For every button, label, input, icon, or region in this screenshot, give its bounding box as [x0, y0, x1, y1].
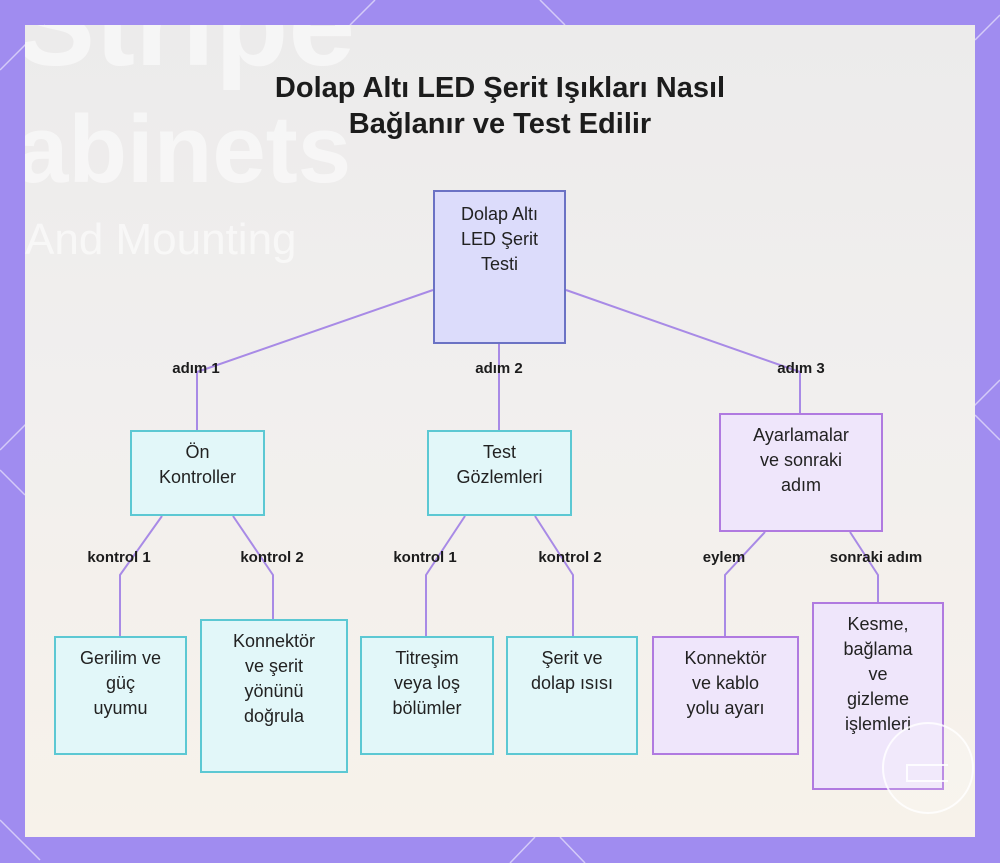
- edge-label-action: eylem: [702, 549, 746, 566]
- node-strip-heat-line-2: dolap ısısı: [530, 673, 614, 693]
- node-connector-cable-line-2: ve kablo: [691, 673, 760, 693]
- node-root-line-3: Testi: [480, 254, 518, 274]
- node-root: Dolap Altı LED Şerit Testi: [433, 190, 566, 344]
- edge-root-pre-checks: [196, 289, 434, 430]
- node-pre-checks-line-1: Ön: [185, 442, 210, 462]
- node-cut-connect-line-3: ve: [868, 664, 888, 684]
- node-test-observations-line-1: Test: [482, 442, 516, 462]
- node-connector-direction-line-2: ve şerit: [244, 656, 304, 676]
- node-connector-direction: Konnektör ve şerit yönünü doğrula: [200, 619, 348, 773]
- node-connector-cable: Konnektör ve kablo yolu ayarı: [652, 636, 799, 755]
- node-voltage-line-1: Gerilim ve: [79, 648, 161, 668]
- edge-label-step-3: adım 3: [777, 360, 825, 377]
- node-cut-connect-line-4: gizleme: [846, 689, 909, 709]
- edge-label-check-2-left: kontrol 2: [240, 549, 304, 566]
- node-connector-direction-line-3: yönünü: [244, 681, 304, 701]
- node-pre-checks-line-2: Kontroller: [158, 467, 237, 487]
- node-strip-heat: Şerit ve dolap ısısı: [506, 636, 638, 755]
- node-connector-cable-line-1: Konnektör: [684, 648, 767, 668]
- watermark-logo: [882, 722, 974, 814]
- node-pre-checks: Ön Kontroller: [130, 430, 265, 516]
- edge-test-flicker: [425, 515, 466, 636]
- edge-test-strip-heat: [534, 515, 574, 636]
- node-test-observations-line-2: Gözlemleri: [456, 467, 543, 487]
- edge-adjust-cut-connect: [849, 531, 879, 602]
- background-text-3: And Mounting: [25, 215, 297, 264]
- edge-label-check-2-middle: kontrol 2: [538, 549, 602, 566]
- node-root-line-1: Dolap Altı: [460, 204, 539, 224]
- edge-pre-checks-voltage: [119, 515, 163, 636]
- background-text-1: Stripe: [25, 25, 355, 93]
- node-flicker-line-1: Titreşim: [395, 648, 459, 668]
- edge-root-adjustments: [565, 289, 801, 413]
- edge-label-check-1-middle: kontrol 1: [393, 549, 457, 566]
- node-connector-direction-line-1: Konnektör: [232, 631, 316, 651]
- node-adjustments: Ayarlamalar ve sonraki adım: [719, 413, 883, 532]
- node-adjustments-line-1: Ayarlamalar: [753, 425, 849, 445]
- node-voltage-line-3: uyumu: [93, 698, 148, 718]
- node-cut-connect-line-5: işlemleri: [844, 714, 911, 734]
- node-voltage-line-2: güç: [105, 673, 135, 693]
- node-connector-cable-line-3: yolu ayarı: [686, 698, 765, 718]
- watermark-mark: [906, 764, 948, 782]
- edge-label-next-step: sonraki adım: [829, 549, 923, 566]
- node-cut-connect-line-2: bağlama: [843, 639, 913, 659]
- node-root-line-2: LED Şerit: [460, 229, 538, 249]
- edge-label-step-1: adım 1: [172, 360, 220, 377]
- node-flicker-line-3: bölümler: [392, 698, 462, 718]
- node-adjustments-line-2: ve sonraki: [759, 450, 843, 470]
- node-cut-connect-line-1: Kesme,: [847, 614, 909, 634]
- diagram-title: Dolap Altı LED Şerit Işıkları Nasıl Bağl…: [0, 70, 1000, 142]
- node-flicker-line-2: veya loş: [393, 673, 461, 693]
- edge-adjust-connector-cable: [724, 531, 766, 636]
- node-flicker: Titreşim veya loş bölümler: [360, 636, 494, 755]
- node-adjustments-line-3: adım: [780, 475, 822, 495]
- node-connector-direction-line-4: doğrula: [243, 706, 305, 726]
- node-strip-heat-line-1: Şerit ve: [541, 648, 603, 668]
- background-text-2: abinets: [25, 96, 352, 203]
- edge-label-check-1-left: kontrol 1: [87, 549, 151, 566]
- node-voltage: Gerilim ve güç uyumu: [54, 636, 187, 755]
- title-line-1: Dolap Altı LED Şerit Işıkları Nasıl: [274, 72, 726, 104]
- edge-pre-checks-connector: [232, 515, 274, 619]
- title-line-2: Bağlanır ve Test Edilir: [348, 108, 652, 140]
- node-test-observations: Test Gözlemleri: [427, 430, 572, 516]
- edge-label-step-2: adım 2: [475, 360, 523, 377]
